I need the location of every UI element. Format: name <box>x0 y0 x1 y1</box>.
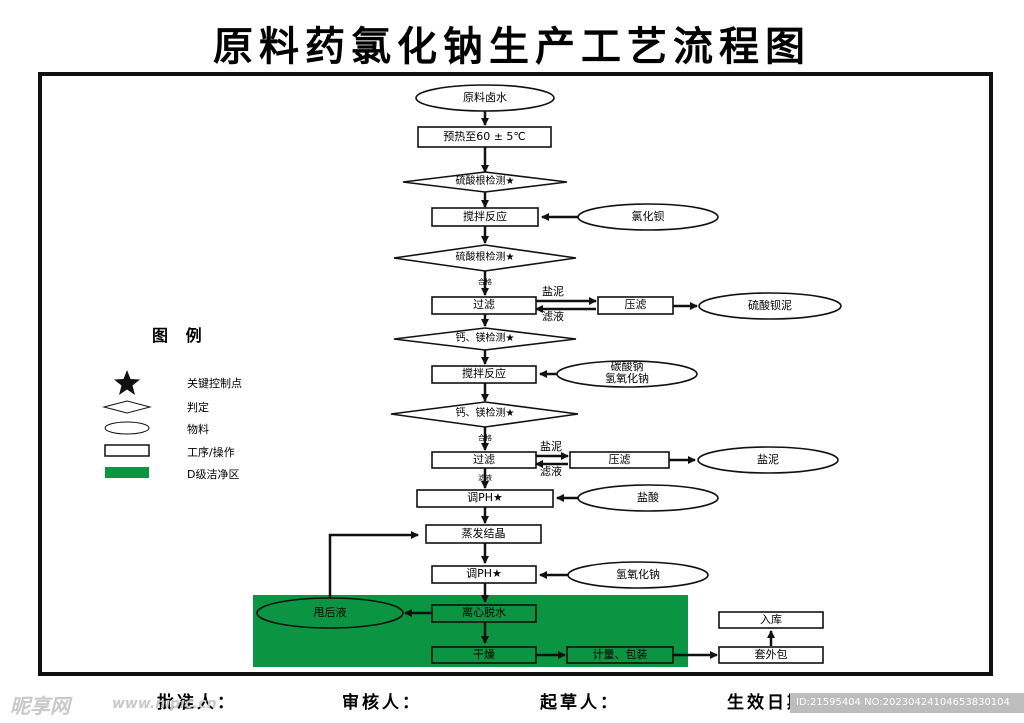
legend-label-ellipse: 物料 <box>187 423 209 436</box>
label-salt-mud-2: 盐泥 <box>540 440 562 453</box>
label-dry: 干燥 <box>473 648 495 661</box>
watermark-id: ID:21595404 NO:20230424104653830104 <box>790 693 1024 713</box>
node-hydrochloric-acid <box>577 484 719 512</box>
label-press2: 压滤 <box>608 453 631 466</box>
label-ca-mg-check1: 钙、镁检测★ <box>455 333 515 344</box>
legend-star-icon <box>114 370 140 395</box>
node-barium-chloride <box>577 203 719 231</box>
node-sulfate-check2 <box>393 244 577 272</box>
label-adjust-ph2: 调PH★ <box>466 567 502 580</box>
node-evaporation <box>425 524 542 544</box>
label-filtrate-1: 滤液 <box>542 310 564 323</box>
label-warehouse: 入库 <box>760 613 782 626</box>
node-stir2 <box>431 365 537 384</box>
label-reagents2-line2: 氢氧化钠 <box>605 372 649 385</box>
node-used-liquid <box>256 597 404 629</box>
diagram-frame <box>38 72 993 676</box>
node-centrifuge <box>431 604 537 623</box>
label-stir1: 搅拌反应 <box>463 210 507 223</box>
legend-rectangle-icon <box>104 444 150 457</box>
label-evaporation: 蒸发结晶 <box>461 527 506 540</box>
node-preheat <box>417 126 552 148</box>
node-reagents2 <box>556 360 698 388</box>
label-press1: 压滤 <box>624 298 647 311</box>
legend-ellipse-icon <box>104 421 150 435</box>
label-salt-mud-node: 盐泥 <box>757 453 779 466</box>
label-adjust-ph1: 调PH★ <box>467 491 503 504</box>
node-ca-mg-check2 <box>390 401 579 428</box>
watermark-brand: 昵享网 <box>10 694 70 718</box>
label-raw-brine: 原料卤水 <box>463 91 507 104</box>
label-filtrate-2: 滤液 <box>540 465 562 478</box>
legend-title: 图 例 <box>152 326 208 345</box>
legend-diamond-icon <box>102 400 152 414</box>
legend-label-rectangle: 工序/操作 <box>187 446 235 459</box>
node-stir1 <box>431 207 539 227</box>
node-salt-mud <box>697 446 839 474</box>
label-used-liquid: 甩后液 <box>313 606 347 619</box>
node-ca-mg-check1 <box>393 327 577 351</box>
label-barium-sulfate-mud: 硫酸钡泥 <box>748 299 792 312</box>
node-press2 <box>569 451 670 469</box>
drafter-label: 起草人： <box>540 693 620 713</box>
label-salt-mud-1: 盐泥 <box>542 285 564 298</box>
node-weigh-pack <box>566 646 674 664</box>
label-barium-chloride: 氯化钡 <box>631 210 665 223</box>
label-sodium-hydroxide: 氢氧化钠 <box>616 568 660 581</box>
label-filtrate-below: 滤液 <box>478 474 492 482</box>
label-preheat: 预热至60 ± 5℃ <box>443 130 526 143</box>
label-centrifuge: 离心脱水 <box>462 606 506 619</box>
label-sulfate-check1: 硫酸根检测★ <box>455 176 515 187</box>
legend-green-rect-icon <box>105 467 149 478</box>
legend-label-green: D级洁净区 <box>187 468 240 481</box>
label-ca-mg-check2: 钙、镁检测★ <box>455 408 515 419</box>
label-stir2: 搅拌反应 <box>462 367 506 380</box>
label-sulfate-check2: 硫酸根检测★ <box>455 252 515 263</box>
label-qualified-2: 合格 <box>478 434 492 442</box>
label-reagents2-line1: 碳酸钠 <box>610 360 644 373</box>
legend-label-diamond: 判定 <box>187 401 209 414</box>
node-adjust-ph1 <box>416 489 554 508</box>
node-dry <box>431 646 537 664</box>
node-sodium-hydroxide <box>567 561 709 589</box>
arrow-recycle-loop <box>328 531 419 604</box>
node-filter1 <box>431 296 537 315</box>
node-adjust-ph2 <box>431 565 537 584</box>
label-filter2: 过滤 <box>473 453 495 466</box>
watermark-url: www.nipic.cn <box>112 696 217 712</box>
node-filter2 <box>431 451 537 469</box>
approver-label: 批准人： <box>157 693 237 713</box>
label-filter1: 过滤 <box>473 298 495 311</box>
node-press1 <box>597 296 674 315</box>
label-hydrochloric-acid: 盐酸 <box>637 491 659 504</box>
reviewer-label: 审核人： <box>342 693 422 713</box>
node-warehouse <box>718 611 824 629</box>
label-qualified-1: 合格 <box>478 278 492 286</box>
node-sulfate-check1 <box>402 171 568 193</box>
node-outer-pack <box>718 646 824 664</box>
page-title: 原料药氯化钠生产工艺流程图 <box>213 24 811 70</box>
label-weigh-pack: 计量、包装 <box>592 648 648 661</box>
node-raw-brine <box>415 84 555 112</box>
legend-label-star: 关键控制点 <box>187 377 242 390</box>
label-outer-pack: 套外包 <box>754 648 788 661</box>
node-barium-sulfate-mud <box>698 292 842 320</box>
